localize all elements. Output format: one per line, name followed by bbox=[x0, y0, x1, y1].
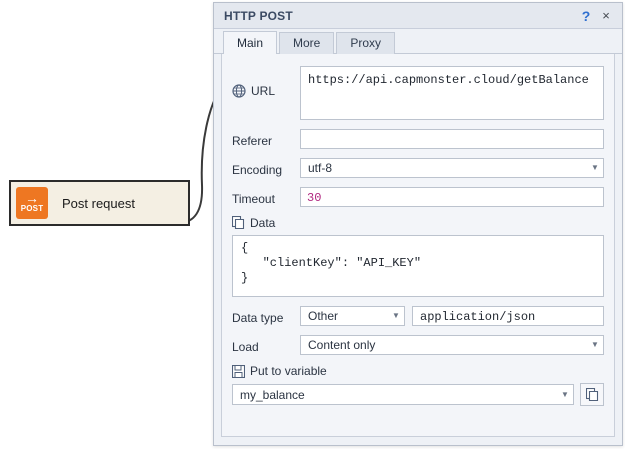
globe-www-icon bbox=[232, 84, 246, 98]
put-to-variable-row: my_balance ▼ bbox=[232, 383, 604, 406]
post-request-icon: → POST bbox=[16, 187, 48, 219]
url-label: URL bbox=[251, 84, 276, 98]
encoding-value: utf-8 bbox=[308, 161, 333, 175]
post-icon-label: POST bbox=[20, 204, 44, 213]
variable-value: my_balance bbox=[240, 387, 305, 402]
close-icon[interactable]: × bbox=[602, 8, 610, 23]
main-tab-panel: URL https://api.capmonster.cloud/getBala… bbox=[221, 54, 615, 437]
timeout-label: Timeout bbox=[232, 191, 275, 206]
referer-label: Referer bbox=[232, 133, 273, 148]
encoding-row: Encoding utf-8 ▼ bbox=[232, 158, 604, 178]
url-row: URL https://api.capmonster.cloud/getBala… bbox=[232, 66, 604, 120]
encoding-label: Encoding bbox=[232, 162, 283, 177]
data-type-value: Other bbox=[308, 309, 339, 323]
http-post-dialog: HTTP POST ? × Main More Proxy URL bbox=[213, 2, 623, 446]
chevron-down-icon: ▼ bbox=[561, 389, 569, 399]
copy-variable-button[interactable] bbox=[580, 383, 604, 406]
data-type-select[interactable]: Other ▼ bbox=[300, 306, 405, 326]
tab-more[interactable]: More bbox=[279, 32, 335, 54]
dialog-title: HTTP POST bbox=[224, 8, 293, 23]
chevron-down-icon: ▼ bbox=[392, 311, 400, 320]
put-to-variable-label: Put to variable bbox=[250, 364, 327, 378]
encoding-select[interactable]: utf-8 ▼ bbox=[300, 158, 604, 178]
arrow-right-icon: → bbox=[25, 190, 39, 206]
url-label-group: URL bbox=[232, 66, 300, 98]
flow-node-post-request[interactable]: → POST Post request bbox=[9, 180, 190, 226]
data-label-group: Data bbox=[232, 216, 604, 230]
flow-node-label: Post request bbox=[62, 195, 135, 211]
timeout-input[interactable]: 30 bbox=[300, 187, 604, 207]
timeout-row: Timeout 30 bbox=[232, 187, 604, 207]
load-select[interactable]: Content only ▼ bbox=[300, 335, 604, 355]
tab-main[interactable]: Main bbox=[223, 31, 278, 54]
data-type-row: Data type Other ▼ application/json bbox=[232, 306, 604, 326]
data-label: Data bbox=[250, 216, 276, 230]
load-label: Load bbox=[232, 339, 259, 354]
save-floppy-icon bbox=[232, 364, 245, 378]
variable-select[interactable]: my_balance ▼ bbox=[232, 384, 574, 405]
data-type-label: Data type bbox=[232, 310, 284, 325]
copy-pages-icon bbox=[585, 387, 599, 402]
load-value: Content only bbox=[308, 338, 376, 352]
data-textarea[interactable]: { "clientKey": "API_KEY" } bbox=[232, 235, 604, 297]
chevron-down-icon: ▼ bbox=[591, 340, 599, 349]
put-to-variable-label-group: Put to variable bbox=[232, 364, 604, 378]
dialog-titlebar: HTTP POST ? × bbox=[214, 3, 622, 29]
load-row: Load Content only ▼ bbox=[232, 335, 604, 355]
referer-row: Referer bbox=[232, 129, 604, 149]
chevron-down-icon: ▼ bbox=[591, 163, 599, 172]
url-input[interactable]: https://api.capmonster.cloud/getBalance bbox=[300, 66, 604, 120]
tab-proxy[interactable]: Proxy bbox=[336, 32, 396, 54]
content-type-input[interactable]: application/json bbox=[412, 306, 604, 326]
help-icon[interactable]: ? bbox=[581, 7, 591, 24]
dialog-tabs: Main More Proxy bbox=[214, 29, 622, 54]
copy-pages-icon bbox=[232, 216, 245, 230]
referer-input[interactable] bbox=[300, 129, 604, 149]
